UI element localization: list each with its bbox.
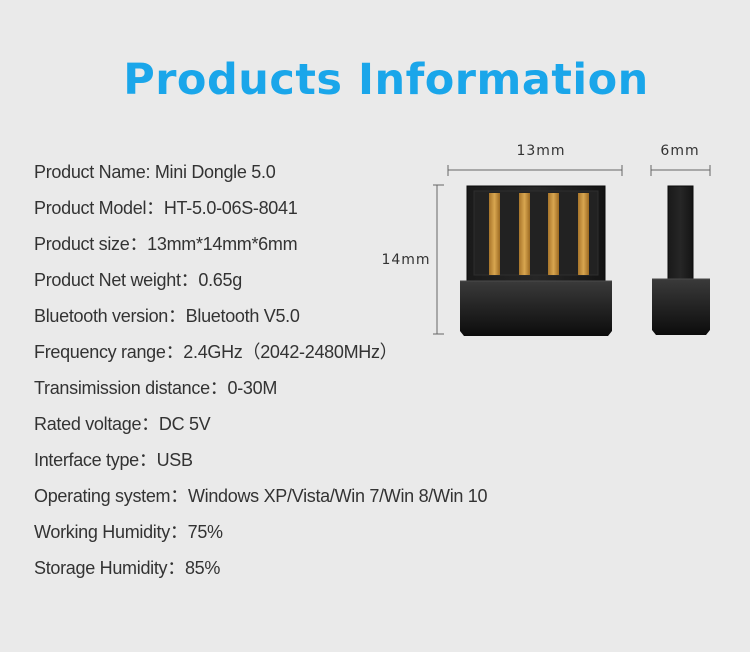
depth-dimension: 6mm — [650, 143, 711, 176]
spec-operating-system: Operating system：Windows XP/Vista/Win 7/… — [34, 486, 488, 506]
spec-product-size: Product size：13mm*14mm*6mm — [34, 234, 298, 254]
spec-rated-voltage: Rated voltage：DC 5V — [34, 414, 211, 434]
spec-bluetooth-version: Bluetooth version：Bluetooth V5.0 — [34, 306, 300, 326]
width-dimension: 13mm — [447, 143, 623, 176]
spec-storage-humidity: Storage Humidity：85% — [34, 558, 221, 578]
height-dimension: 14mm — [381, 184, 444, 335]
spec-list: Product Name: Mini Dongle 5.0 Product Mo… — [34, 154, 488, 586]
dongle-front-view — [460, 185, 612, 336]
spec-net-weight: Product Net weight：0.65g — [34, 270, 242, 290]
spec-working-humidity: Working Humidity：75% — [34, 522, 223, 542]
depth-label: 6mm — [660, 143, 699, 159]
height-label: 14mm — [381, 252, 430, 268]
spec-product-model: Product Model：HT-5.0-06S-8041 — [34, 198, 298, 218]
spec-frequency-range: Frequency range：2.4GHz（2042-2480MHz） — [34, 342, 398, 362]
spec-product-name: Product Name: Mini Dongle 5.0 — [34, 162, 276, 182]
page-title: Products Information — [123, 55, 649, 105]
width-label: 13mm — [516, 143, 565, 159]
spec-transmission-distance: Transimission distance：0-30M — [34, 378, 278, 398]
spec-interface-type: Interface type：USB — [34, 450, 193, 470]
dongle-side-view — [652, 185, 710, 335]
